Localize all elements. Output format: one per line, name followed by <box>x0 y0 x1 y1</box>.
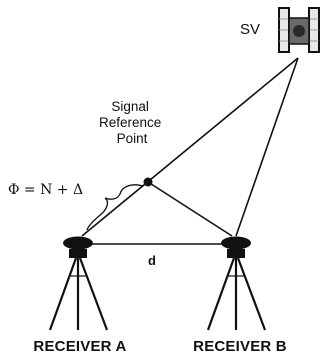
satellite-icon <box>278 7 320 53</box>
phase-brace <box>86 184 144 231</box>
signal-line-to-receiver-b <box>235 57 299 237</box>
signal-line-to-receiver-a <box>81 57 299 237</box>
receiver-b-label: RECEIVER B <box>193 338 287 355</box>
receiver-b-tripod-icon <box>206 236 267 331</box>
signal-reference-label-line-2: Reference <box>99 115 161 130</box>
receiver-a-tripod-icon <box>48 236 109 331</box>
signal-reference-label-line-3: Point <box>117 131 148 146</box>
signal-reference-label: Signal Reference Point <box>99 99 165 146</box>
signal-reference-label-line-1: Signal <box>111 99 149 114</box>
phase-equation: Φ = N + Δ <box>8 182 83 198</box>
reference-line-to-receiver-b <box>147 181 233 237</box>
receiver-a-label: RECEIVER A <box>33 338 126 355</box>
baseline-label: d <box>148 253 156 268</box>
satellite-label: SV <box>240 21 260 38</box>
signal-reference-point-marker <box>143 177 153 187</box>
